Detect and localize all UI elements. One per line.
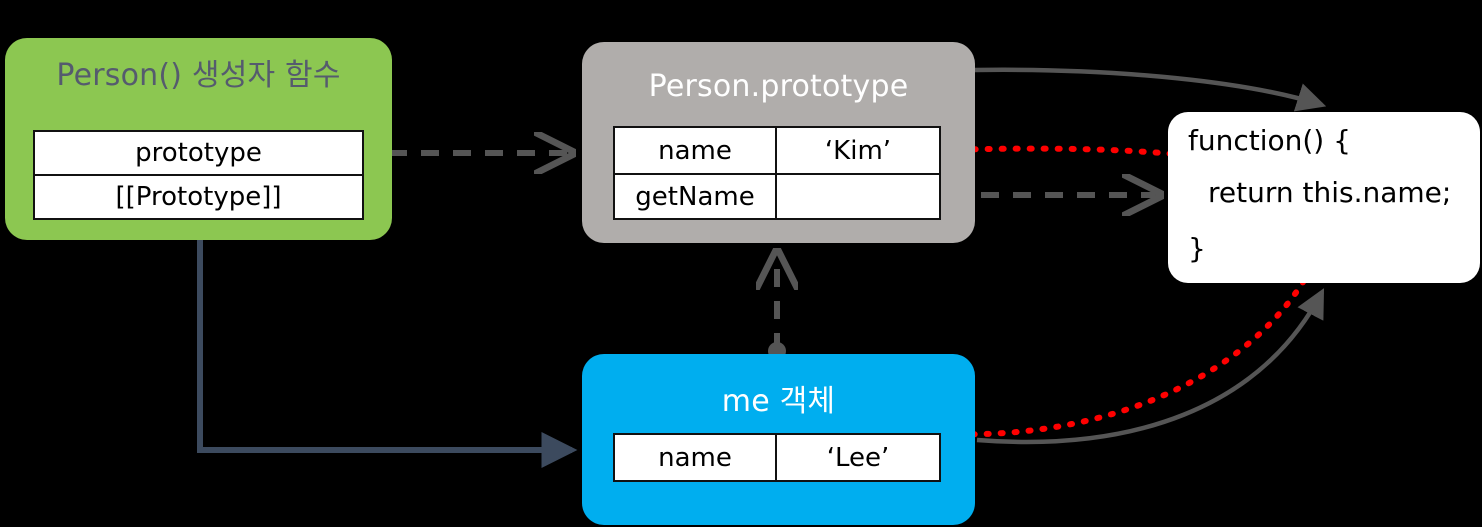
table-row: prototype <box>33 130 364 176</box>
edge-constructor-to-me <box>197 240 578 468</box>
edge-person-prototype-to-function-curve <box>974 67 1327 112</box>
prototype-key-name: name <box>613 126 777 175</box>
function-line-close: } <box>1188 232 1206 265</box>
table-row: name ‘Lee’ <box>613 433 941 482</box>
node-function-body[interactable]: function() { return this.name; } <box>1168 112 1480 283</box>
edge-me-to-person-prototype <box>768 252 786 360</box>
table-row: getName <box>613 173 941 220</box>
node-me-object[interactable]: me 객체 name ‘Lee’ <box>582 354 975 525</box>
edge-me-to-function-curve <box>976 288 1325 445</box>
prototype-property-table: name ‘Kim’ getName <box>613 126 941 220</box>
function-line-return: return this.name; <box>1208 176 1452 209</box>
constructor-row-prototype: prototype <box>33 130 364 176</box>
node-person-prototype[interactable]: Person.prototype name ‘Kim’ getName <box>582 42 975 243</box>
node-person-constructor[interactable]: Person() 생성자 함수 prototype [[Prototype]] <box>5 38 392 240</box>
constructor-property-table: prototype [[Prototype]] <box>33 130 364 220</box>
me-property-table: name ‘Lee’ <box>613 433 941 482</box>
node-person-constructor-title: Person() 생성자 함수 <box>56 58 341 93</box>
constructor-row-internal-prototype: [[Prototype]] <box>33 174 364 220</box>
prototype-key-getname: getName <box>613 173 777 220</box>
node-me-object-title: me 객체 <box>721 384 836 419</box>
prototype-value-name: ‘Kim’ <box>775 126 941 175</box>
node-person-prototype-title: Person.prototype <box>648 69 909 104</box>
me-value-name: ‘Lee’ <box>775 433 941 482</box>
table-row: name ‘Kim’ <box>613 126 941 175</box>
table-row: [[Prototype]] <box>33 174 364 220</box>
function-line-open: function() { <box>1188 124 1351 157</box>
me-key-name: name <box>613 433 777 482</box>
prototype-value-getname <box>775 173 941 220</box>
